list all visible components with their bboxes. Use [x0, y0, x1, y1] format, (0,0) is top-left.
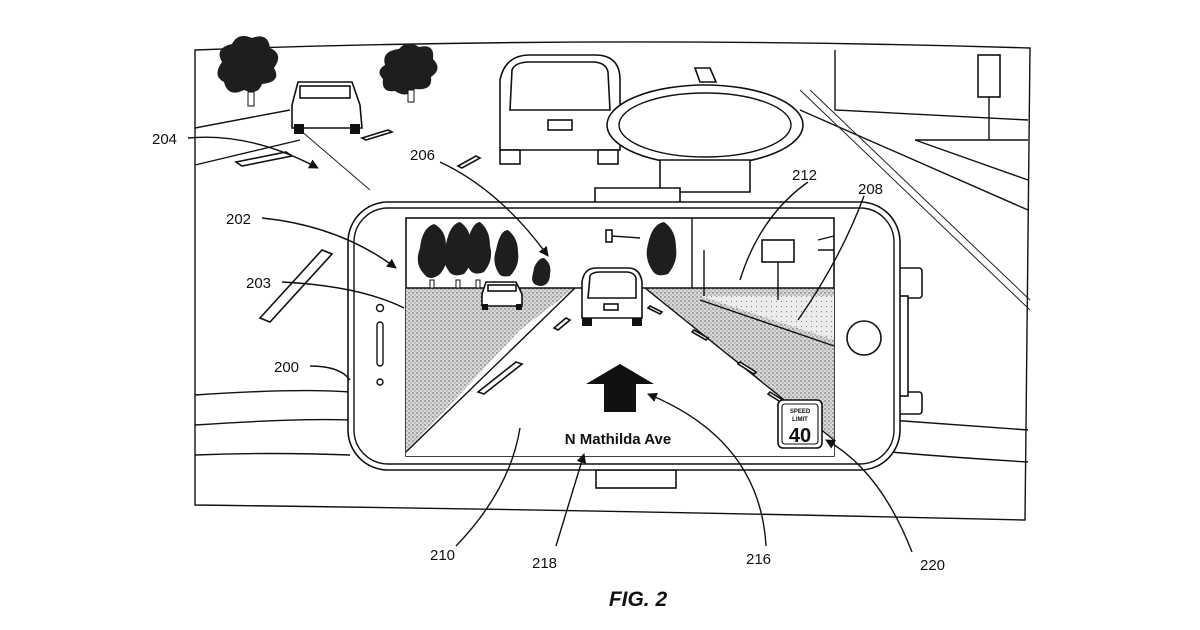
lane-dash	[552, 317, 572, 331]
ref-label-218: 218	[532, 555, 557, 572]
ref-label-208: 208	[858, 181, 883, 198]
street-sign	[977, 54, 1001, 98]
road-edge	[194, 109, 291, 129]
dashboard-edge	[889, 419, 1029, 431]
dashboard-edge	[194, 418, 351, 426]
ref-label-216: 216	[746, 551, 771, 568]
phone-screen: N Mathilda Ave SPEED LIMIT 40	[405, 217, 835, 457]
sidewalk-edge	[914, 139, 1029, 181]
leader-206	[439, 161, 549, 257]
sidewalk-right	[700, 296, 834, 340]
figure-caption: FIG. 2	[609, 588, 668, 611]
navigation-arrow-icon	[586, 364, 654, 412]
building-outline	[834, 50, 1029, 121]
screen-van-ahead	[581, 267, 643, 326]
leader-212	[739, 181, 809, 281]
screen-car-left	[481, 281, 523, 310]
lane-dash	[690, 329, 710, 341]
street-name-label: N Mathilda Ave	[565, 431, 671, 448]
camera-icon	[375, 303, 385, 313]
leader-210	[455, 427, 521, 547]
leader-216	[647, 392, 767, 547]
home-button[interactable]	[846, 320, 882, 356]
speed-limit-top-text: SPEED	[790, 409, 811, 415]
road-edge	[194, 139, 301, 166]
leader-208	[797, 195, 865, 321]
screen-trees	[417, 222, 677, 289]
windshield-frame	[194, 41, 1031, 521]
road-edge	[299, 129, 371, 191]
ref-label-204: 204	[152, 131, 177, 148]
leader-220	[825, 439, 913, 553]
lane-dash	[476, 361, 524, 395]
speed-limit-sign: SPEED LIMIT 40	[777, 399, 823, 449]
lane-marking	[233, 151, 295, 167]
ref-label-200: 200	[274, 359, 299, 376]
leader-204	[187, 136, 319, 169]
dashboard-edge	[889, 451, 1029, 463]
windshield-glare	[809, 89, 1031, 301]
leader-203	[281, 281, 405, 309]
speaker-slot	[376, 321, 384, 367]
van-outline	[499, 54, 621, 165]
lane-marking	[258, 249, 334, 323]
ref-label-202: 202	[226, 211, 251, 228]
ref-label-212: 212	[792, 167, 817, 184]
lane-dash	[736, 360, 758, 376]
sidewalk-edge	[799, 109, 1029, 211]
ref-label-206: 206	[410, 147, 435, 164]
dashboard-edge	[194, 452, 351, 456]
traffic-light	[605, 229, 613, 243]
leader-218	[555, 453, 587, 547]
speed-limit-value: 40	[789, 425, 811, 447]
lane-marking	[359, 129, 395, 141]
car-outline	[291, 81, 363, 134]
tree-icon	[379, 43, 438, 103]
rear-view-mirror	[594, 67, 804, 206]
lane-dash	[646, 305, 664, 315]
tree-icon	[217, 36, 279, 107]
leader-lines	[187, 136, 913, 553]
leader-202	[261, 217, 397, 269]
dashboard-edge	[194, 389, 351, 396]
reference-numerals: 204 206 202 203 200 212 208 210 218 216 …	[152, 131, 945, 574]
windshield-scene	[194, 36, 1031, 521]
roadside-sign	[761, 239, 795, 263]
road-surface-left	[406, 288, 575, 452]
windshield-glare	[799, 89, 1031, 311]
lane-marking	[456, 155, 482, 169]
ref-label-220: 220	[920, 557, 945, 574]
speed-limit-mid-text: LIMIT	[792, 417, 808, 423]
sensor-icon	[376, 378, 384, 386]
ref-label-203: 203	[246, 275, 271, 292]
ref-label-210: 210	[430, 547, 455, 564]
leader-200	[309, 365, 351, 381]
